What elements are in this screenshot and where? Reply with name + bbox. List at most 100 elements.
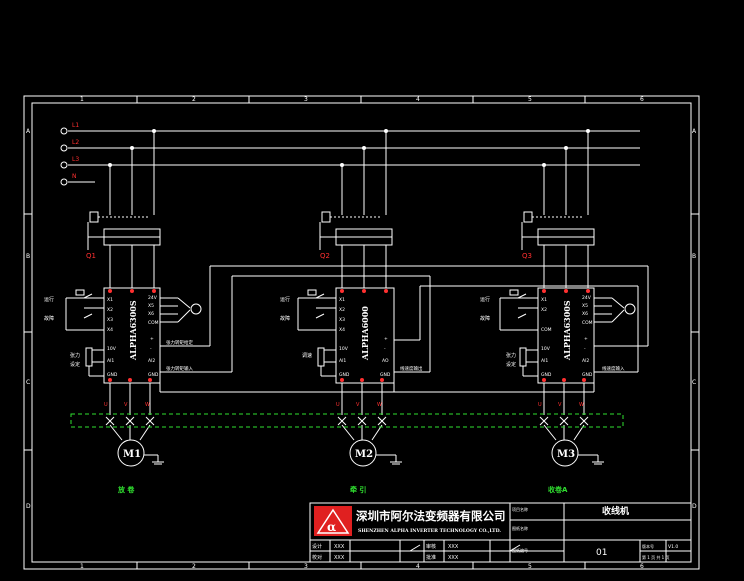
- inverter-model-3: ALPHA6300S: [562, 300, 572, 361]
- terminal-label: AI1: [339, 358, 346, 364]
- signal-wiring: [159, 265, 649, 393]
- ctrl-label-run: 运行: [480, 296, 490, 303]
- terminal-label: X2: [339, 307, 345, 313]
- drive-unit-1: Q1 ALPHA6300S X1 X2 X3 X4 10V AI1 GND 24…: [44, 129, 202, 494]
- designer-label: 设计: [312, 543, 322, 550]
- ctrl-label-fault: 故障: [44, 315, 54, 322]
- terminal-label: 10V: [339, 346, 349, 352]
- terminal-label: 24V: [148, 295, 158, 301]
- grid-row-label: D: [26, 503, 31, 510]
- terminal-label: GND: [541, 372, 552, 378]
- designer-value: XXX: [334, 544, 345, 550]
- terminal-label: GND: [582, 372, 593, 378]
- logo-glyph: α: [327, 520, 336, 534]
- power-bus: L1 L2 L3 N: [60, 122, 640, 186]
- out-term: V: [356, 402, 360, 408]
- io-label: 张力转矩输入: [166, 365, 193, 372]
- grid-ticks: [24, 96, 699, 569]
- motor-label-m3: M3: [557, 449, 575, 460]
- terminal-label: X2: [107, 307, 113, 313]
- terminal-label: X4: [339, 327, 345, 333]
- version-value: V1.0: [668, 544, 678, 550]
- project-value: 收线机: [602, 505, 629, 517]
- company-name-cn: 深圳市阿尔法变频器有限公司: [356, 509, 506, 523]
- terminal-label: GND: [148, 372, 159, 378]
- motor-symbol: [117, 439, 145, 467]
- terminal-label: GND: [380, 372, 391, 378]
- number-value: 01: [596, 548, 607, 558]
- ctrl-label-fault: 故障: [280, 315, 290, 322]
- io-label: 线速度输入: [602, 365, 625, 372]
- terminal-label: 24V: [582, 295, 592, 301]
- bus-label-l2: L2: [72, 139, 79, 146]
- pot-label: 张力: [70, 352, 80, 359]
- company-name-en: SHENZHEN ALPHA INVERTER TECHNOLOGY CO.,L…: [358, 528, 501, 534]
- out-term: V: [558, 402, 562, 408]
- terminal-label: X4: [107, 327, 113, 333]
- terminal-label: X6: [582, 311, 588, 317]
- drafter-label: 校对: [312, 554, 322, 561]
- terminal-label: -: [384, 347, 386, 352]
- terminal-label: 10V: [107, 346, 117, 352]
- approver-value: XXX: [448, 555, 459, 561]
- drive-unit-2: Q2 ALPHA6000 X1 X2 X3 X4 10V AI1 GND + -…: [280, 129, 423, 494]
- grid-row-label: C: [26, 379, 30, 386]
- grid-row-label: D: [692, 503, 697, 510]
- inverter-model-1: ALPHA6300S: [128, 300, 138, 361]
- breaker-label-q1: Q1: [86, 252, 96, 260]
- terminal-label: X6: [148, 311, 154, 317]
- terminal-label: COM: [541, 327, 552, 333]
- bus-label-n: N: [72, 173, 77, 180]
- terminal-label: AI1: [107, 358, 114, 364]
- grid-col-label: 3: [304, 96, 308, 103]
- grid-col-label: 4: [416, 563, 420, 570]
- title-block: α 深圳市阿尔法变频器有限公司 SHENZHEN ALPHA INVERTER …: [309, 502, 692, 563]
- terminal-label: +: [150, 336, 154, 342]
- terminal-label: COM: [148, 320, 159, 326]
- bus-label-l1: L1: [72, 122, 79, 129]
- breaker-label-q3: Q3: [522, 252, 532, 260]
- drawing-label: 图纸名称: [512, 525, 528, 531]
- terminal-label: GND: [107, 372, 118, 378]
- out-term: V: [124, 402, 128, 408]
- section-label-traction: 牵 引: [350, 485, 366, 494]
- inverter-model-2: ALPHA6000: [360, 306, 370, 361]
- terminal-label: +: [384, 336, 388, 342]
- terminal-label: GND: [339, 372, 350, 378]
- io-label: 线速度输出: [400, 365, 423, 372]
- grid-row-label: B: [692, 253, 696, 260]
- out-term: W: [145, 402, 150, 408]
- pot-label: 设定: [70, 361, 80, 368]
- grid-col-label: 5: [528, 96, 532, 103]
- checker-value: XXX: [448, 544, 459, 550]
- grid-col-label: 6: [640, 563, 644, 570]
- number-label: 图纸编号: [512, 547, 528, 553]
- pot-label: 设定: [506, 361, 516, 368]
- terminal-label: X2: [541, 307, 547, 313]
- terminal-label: AI2: [148, 358, 155, 364]
- terminal-label: COM: [582, 320, 593, 326]
- motor-symbol: [349, 439, 377, 467]
- ctrl-label-fault: 故障: [480, 315, 490, 322]
- grid-col-label: 2: [192, 96, 196, 103]
- pot-label: 张力: [506, 352, 516, 359]
- grid-row-label: B: [26, 253, 30, 260]
- io-label: 张力转矩给定: [166, 339, 193, 346]
- sheet-label: 第 1 页 共 1 页: [642, 554, 669, 560]
- terminal-label: -: [584, 347, 586, 352]
- grid-row-label: C: [692, 379, 696, 386]
- terminal-label: AI1: [541, 358, 548, 364]
- terminal-label: AO: [382, 358, 389, 364]
- grid-col-label: 1: [80, 563, 84, 570]
- ground-strip: [70, 413, 624, 428]
- grid-row-label: A: [26, 128, 31, 135]
- drafter-value: XXX: [334, 555, 345, 561]
- grid-col-label: 5: [528, 563, 532, 570]
- approver-label: 批准: [426, 554, 436, 561]
- motor-label-m1: M1: [123, 449, 141, 460]
- terminal-label: X3: [107, 317, 113, 323]
- terminal-label: X5: [148, 303, 154, 309]
- terminal-label: X3: [339, 317, 345, 323]
- project-label: 项目名称: [512, 506, 528, 512]
